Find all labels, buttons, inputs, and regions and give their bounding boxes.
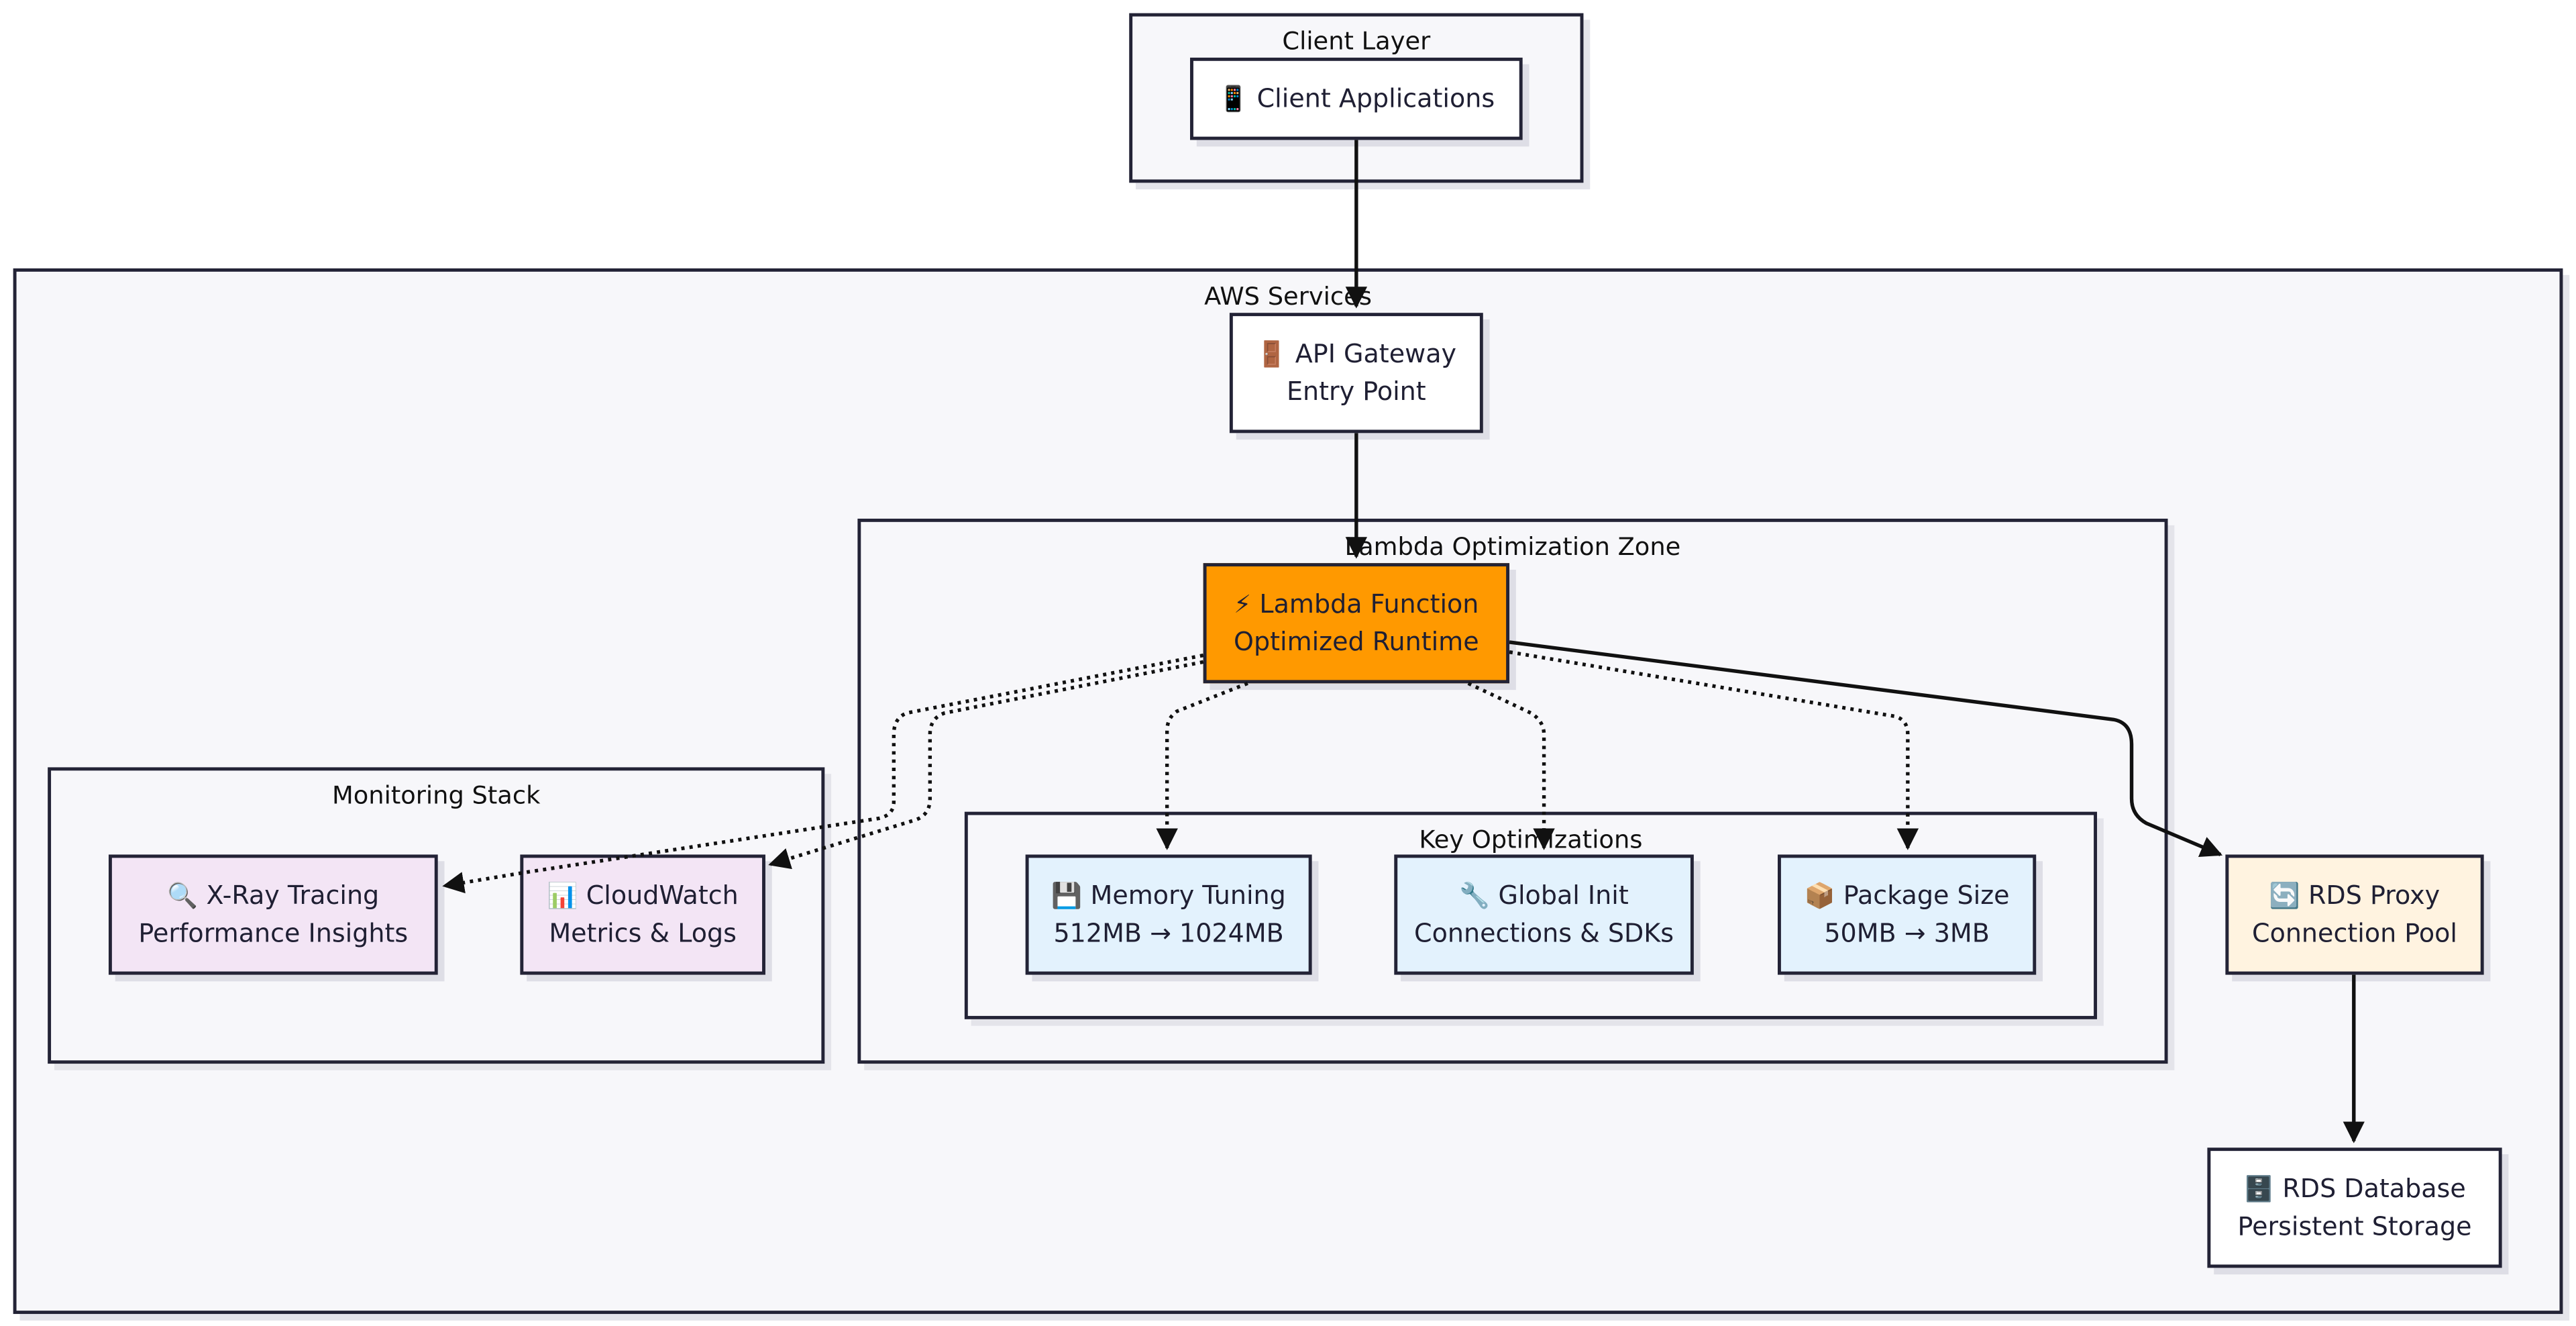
floppy-disk-icon: 💾 [1051, 880, 1083, 910]
node-subtitle: Metrics & Logs [549, 917, 737, 948]
mobile-phone-icon: 📱 [1218, 83, 1249, 113]
api-gateway-node[interactable]: 🚪 API Gateway Entry Point [1229, 313, 1483, 434]
node-subtitle: Entry Point [1286, 376, 1426, 406]
cloudwatch-node[interactable]: 📊 CloudWatch Metrics & Logs [520, 854, 765, 975]
package-icon: 📦 [1804, 880, 1835, 910]
node-title: Global Init [1498, 880, 1629, 910]
rds-proxy-node[interactable]: 🔄 RDS Proxy Connection Pool [2225, 854, 2484, 975]
node-title: Lambda Function [1259, 589, 1479, 619]
node-title: Client Applications [1256, 83, 1495, 113]
node-subtitle: Performance Insights [138, 917, 409, 948]
lambda-function-node[interactable]: ⚡Lambda Function Optimized Runtime [1203, 563, 1510, 684]
edge-lambda-to-rds-proxy [1509, 640, 2223, 858]
client-applications-node[interactable]: 📱Client Applications [1190, 57, 1523, 140]
global-init-node[interactable]: 🔧Global Init Connections & SDKs [1394, 854, 1694, 975]
node-title: CloudWatch [586, 880, 739, 910]
edge-lambda-to-package [1509, 650, 1919, 850]
edge-lambda-to-memory [1156, 681, 1248, 850]
client-layer-title: Client Layer [1282, 26, 1431, 56]
node-title: Package Size [1843, 880, 2010, 910]
node-subtitle: Optimized Runtime [1234, 626, 1479, 656]
wrench-icon: 🔧 [1459, 880, 1491, 910]
file-cabinet-icon: 🗄️ [2243, 1173, 2275, 1203]
xray-tracing-node[interactable]: 🔍X-Ray Tracing Performance Insights [108, 854, 438, 975]
node-subtitle: Connections & SDKs [1414, 917, 1674, 948]
memory-tuning-node[interactable]: 💾Memory Tuning 512MB → 1024MB [1025, 854, 1312, 975]
edge-lambda-to-global-init [1467, 681, 1555, 850]
magnifier-icon: 🔍 [167, 880, 199, 910]
rds-database-node[interactable]: 🗄️RDS Database Persistent Storage [2207, 1148, 2502, 1268]
node-subtitle: 50MB → 3MB [1824, 917, 1990, 948]
node-title: X-Ray Tracing [206, 880, 380, 910]
edge-lambda-to-xray [442, 653, 1204, 894]
node-subtitle: 512MB → 1024MB [1053, 917, 1284, 948]
package-size-node[interactable]: 📦 Package Size 50MB → 3MB [1777, 854, 2037, 975]
monitoring-stack-title: Monitoring Stack [331, 780, 541, 811]
key-optimizations-title: Key Optimizations [1419, 825, 1643, 855]
lambda-zone-title: Lambda Optimization Zone [1344, 531, 1681, 562]
node-subtitle: Persistent Storage [2237, 1211, 2472, 1241]
refresh-icon: 🔄 [2269, 880, 2300, 910]
node-title: API Gateway [1295, 338, 1457, 368]
node-title: RDS Proxy [2308, 880, 2440, 910]
edge-lambda-to-cloudwatch [768, 660, 1204, 870]
door-icon: 🚪 [1256, 338, 1287, 368]
bar-chart-icon: 📊 [547, 880, 578, 910]
node-title: RDS Database [2282, 1173, 2466, 1203]
lightning-icon: ⚡ [1234, 589, 1252, 619]
aws-services-title: AWS Services [1204, 281, 1372, 311]
node-title: Memory Tuning [1090, 880, 1286, 910]
node-subtitle: Connection Pool [2252, 917, 2457, 948]
